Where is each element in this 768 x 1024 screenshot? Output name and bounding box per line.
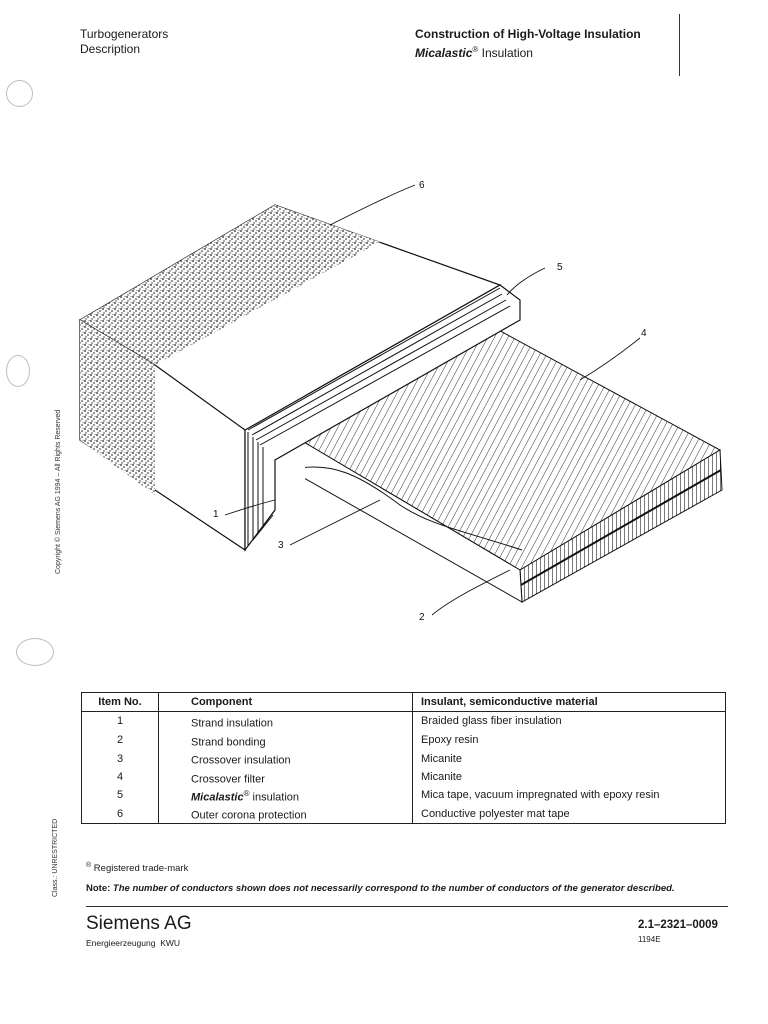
document-edition: 1194E — [638, 935, 661, 944]
table-row: 1 Strand insulation Braided glass fiber … — [81, 711, 726, 731]
table-row: 5 Micalastic® insulation Mica tape, vacu… — [81, 786, 726, 805]
header-title: Construction of High-Voltage Insulation — [415, 27, 641, 41]
company-division: Energieerzeugung KWU — [86, 938, 181, 948]
document-number: 2.1–2321–0009 — [638, 919, 718, 931]
header-left: Turbogenerators Description — [80, 27, 168, 57]
col-item-no: Item No. — [81, 692, 159, 712]
micalastic-brand: Micalastic — [415, 46, 473, 60]
leader-lines — [224, 184, 641, 616]
table-row: 4 Crossover filter Micanite — [81, 767, 726, 787]
table-row: 2 Strand bonding Epoxy resin — [81, 730, 726, 750]
header-subtitle: Micalastic® Insulation — [415, 45, 533, 60]
header-right: Construction of High-Voltage Insulation … — [415, 27, 641, 61]
table-row: 6 Outer corona protection Conductive pol… — [81, 804, 726, 824]
header-vertical-rule — [679, 14, 680, 76]
table-row: 3 Crossover insulation Micanite — [81, 749, 726, 768]
punch-hole-top — [6, 80, 33, 107]
callout-1: 1 — [213, 509, 219, 520]
callout-4: 4 — [641, 328, 647, 339]
insulated-section — [78, 204, 521, 552]
registered-mark: ® — [472, 45, 479, 54]
col-material: Insulant, semiconductive material — [412, 692, 726, 712]
component-table: Item No. Component Insulant, semiconduct… — [81, 692, 726, 824]
table-header-row: Item No. Component Insulant, semiconduct… — [81, 692, 726, 712]
header-series: Turbogenerators — [80, 27, 169, 41]
micalastic-brand: Micalastic — [191, 791, 244, 804]
punch-hole-bottom — [16, 638, 54, 666]
punch-hole-middle — [6, 355, 30, 387]
callout-6: 6 — [419, 180, 425, 191]
header-doc-type: Description — [80, 42, 141, 56]
callout-3: 3 — [278, 540, 284, 551]
footer-rule — [86, 906, 728, 907]
trademark-footnote: ® Registered trade-mark — [86, 862, 189, 875]
col-component: Component — [158, 692, 413, 712]
conductor-note: Note: The number of conductors shown doe… — [86, 883, 675, 894]
callout-5: 5 — [557, 262, 563, 273]
conductor-bar-illustration — [78, 184, 723, 616]
callout-2: 2 — [419, 612, 425, 623]
company-name: Siemens AG — [86, 913, 192, 934]
classification-label: Class.: UNRESTRICTED — [52, 818, 59, 897]
